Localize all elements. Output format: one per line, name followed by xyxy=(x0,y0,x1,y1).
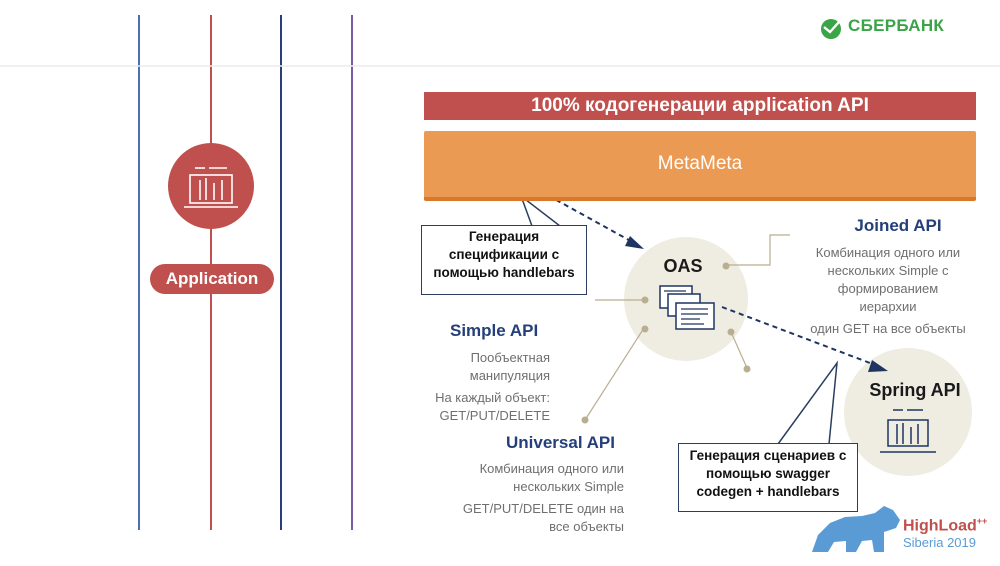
joined-api-title: Joined API xyxy=(854,216,942,235)
desc-line: иерархии xyxy=(859,299,917,314)
desc-line: нескольких Simple xyxy=(513,479,624,494)
arrowhead xyxy=(625,236,644,249)
connector-lines xyxy=(584,234,790,421)
connector-dot xyxy=(581,416,589,424)
callout-pointer xyxy=(776,360,839,445)
connector-dots xyxy=(581,262,751,424)
desc-line: GET/PUT/DELETE один на xyxy=(462,501,624,516)
joined-api-description: Комбинация одного или нескольких Simple … xyxy=(800,244,976,338)
sber-logo-icon xyxy=(821,19,841,39)
callout-line: codegen + handlebars xyxy=(696,484,840,499)
universal-api-description: Комбинация одного или нескольких Simple … xyxy=(450,460,624,536)
connector-extra xyxy=(730,331,748,369)
oas-label: OAS xyxy=(663,256,703,276)
callout-line: помощью swagger xyxy=(705,466,831,481)
arrowhead xyxy=(868,360,888,372)
desc-line: все объекты xyxy=(549,519,624,534)
desc-line: Комбинация одного или xyxy=(479,461,624,476)
callout-line: Генерация xyxy=(468,229,540,244)
connector-dot xyxy=(641,296,649,304)
universal-api-title: Universal API xyxy=(506,433,615,452)
connector-dot xyxy=(727,328,735,336)
connector-joined xyxy=(726,234,790,266)
connector-dot xyxy=(641,325,649,333)
desc-line: На каждый объект: xyxy=(435,390,550,405)
desc-line: манипуляция xyxy=(469,368,550,383)
callout-line: спецификации с xyxy=(448,247,560,262)
spring-api-label: Spring API xyxy=(869,380,961,400)
simple-api-description: Пообъектная манипуляция На каждый объект… xyxy=(420,349,550,425)
sber-logo-text: СБЕРБАНК xyxy=(848,16,945,35)
application-label: Application xyxy=(150,264,274,294)
callout-swagger: Генерация сценариев с помощью swagger co… xyxy=(678,443,858,512)
connector-dot xyxy=(722,262,730,270)
desc-line: формированием xyxy=(837,281,939,296)
application-icon xyxy=(184,167,238,208)
desc-line: GET/PUT/DELETE xyxy=(439,408,550,423)
callout-handlebars: Генерация спецификации с помощью handleb… xyxy=(421,225,587,295)
callout-line: Генерация сценариев с xyxy=(689,448,847,463)
connector-dot xyxy=(743,365,751,373)
callout-line: помощью handlebars xyxy=(433,265,575,280)
spring-circle xyxy=(844,348,972,476)
connector-universal xyxy=(584,327,645,421)
highload-logo: HighLoad++ Siberia 2019 xyxy=(903,513,987,551)
highload-brand: HighLoad xyxy=(903,517,977,535)
desc-line: Комбинация одного или xyxy=(815,245,961,260)
highload-sup: ++ xyxy=(976,516,988,526)
highload-bear-icon xyxy=(812,506,900,552)
spring-app-icon xyxy=(880,409,936,453)
highload-subtitle: Siberia 2019 xyxy=(903,535,976,551)
simple-api-title: Simple API xyxy=(450,321,539,340)
desc-line: нескольких Simple с xyxy=(827,263,949,278)
desc-line: Пообъектная xyxy=(470,350,550,365)
arrow-oas-to-spring xyxy=(721,306,879,367)
desc-line: один GET на все объекты xyxy=(810,321,966,336)
page-title: 100% кодогенерации application API xyxy=(424,92,976,120)
app-icon-circle xyxy=(168,143,254,229)
metameta-block: MetaMeta xyxy=(424,131,976,201)
document-icon xyxy=(659,285,715,330)
